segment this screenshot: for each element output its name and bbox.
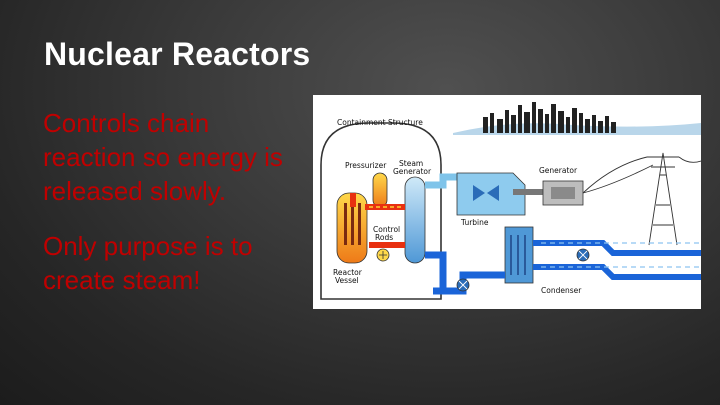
rods-label: Rods <box>375 233 393 242</box>
primary-pump <box>376 248 390 262</box>
reactor-diagram: Containment Structure Pressurizer Steam … <box>313 95 701 309</box>
containment-structure <box>320 122 442 300</box>
pressurizer-label: Pressurizer <box>345 161 387 170</box>
slide-title: Nuclear Reactors <box>44 36 311 72</box>
body-paragraph-2: Only purpose is to create steam! <box>43 231 253 295</box>
generator-label: Generator <box>539 166 578 175</box>
condenser <box>504 226 534 284</box>
reactor-vessel <box>336 192 368 264</box>
condenser-label: Condenser <box>541 286 582 295</box>
body-paragraph-1: Controls chain reaction so energy is rel… <box>43 108 283 206</box>
steam-generator <box>404 176 426 264</box>
transmission-tower <box>582 152 701 246</box>
pressurizer <box>372 172 388 208</box>
turbine-label: Turbine <box>460 218 489 227</box>
control-label: Control <box>373 225 400 234</box>
slide-body: Controls chain reaction so energy is rel… <box>43 106 308 318</box>
turbine <box>456 172 543 216</box>
cooling-water-line <box>533 240 701 280</box>
reactor-label: Reactor <box>333 268 363 277</box>
feed-pump <box>456 278 470 292</box>
steam-generator-label: Generator <box>393 167 432 176</box>
containment-label: Containment Structure <box>337 118 423 127</box>
cooling-pump <box>576 248 590 262</box>
steam-label: Steam <box>399 159 423 168</box>
city-skyline <box>453 102 701 135</box>
vessel-label: Vessel <box>335 276 359 285</box>
